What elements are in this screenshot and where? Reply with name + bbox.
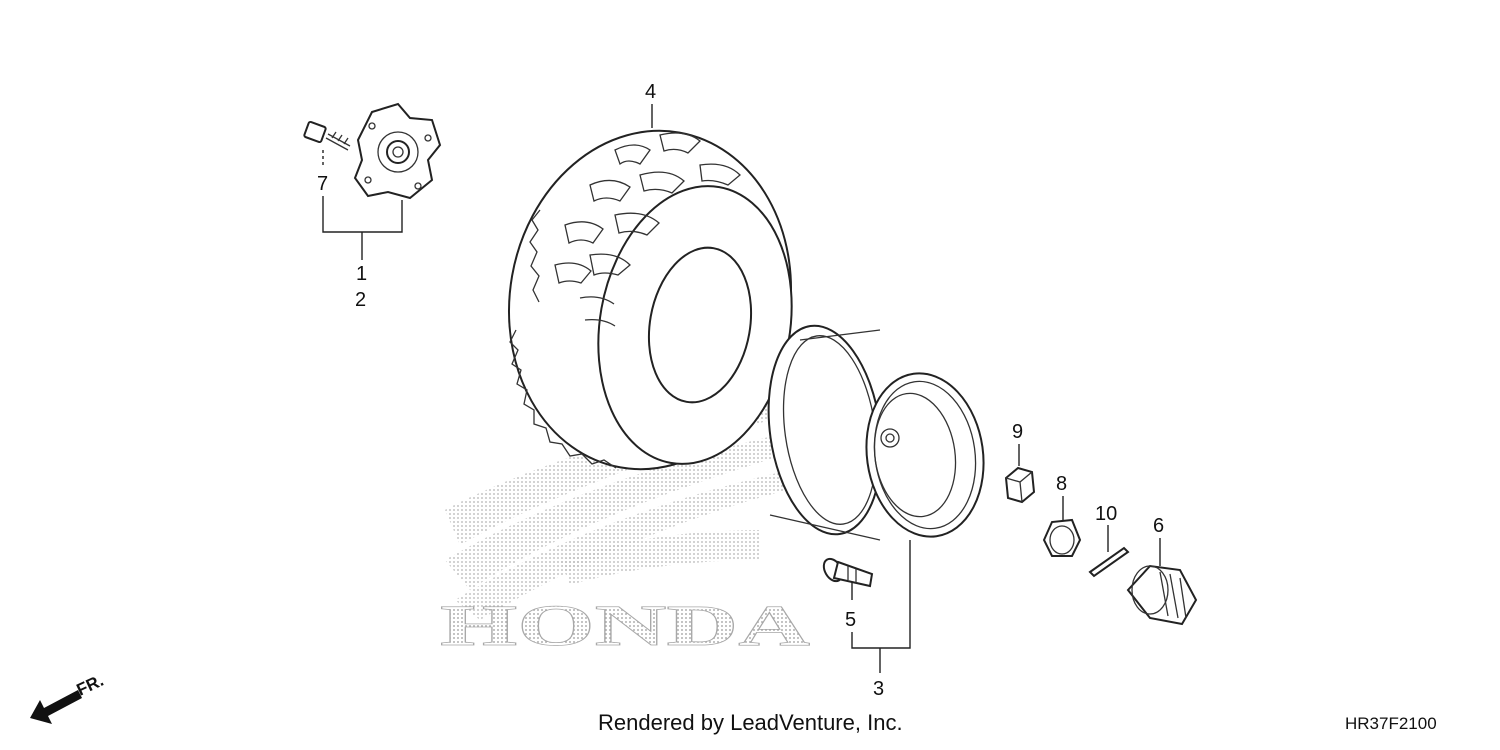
callout-2: 2: [355, 289, 366, 311]
diagram-code: HR37F2100: [1345, 714, 1437, 733]
cotter-pin-part[interactable]: [1088, 546, 1130, 578]
tire-part[interactable]: [483, 108, 818, 491]
callout-1: 1: [356, 263, 367, 285]
leader-lines: [322, 104, 1161, 673]
callout-5: 5: [845, 609, 856, 631]
castle-nut-part[interactable]: [1042, 518, 1082, 557]
front-direction-arrow-icon: [30, 690, 82, 724]
callout-4: 4: [645, 81, 656, 103]
render-credit: Rendered by LeadVenture, Inc.: [598, 710, 903, 735]
callout-8: 8: [1056, 473, 1067, 495]
callout-10: 10: [1095, 503, 1117, 525]
callout-3: 3: [873, 678, 884, 700]
wheel-hub-part[interactable]: [353, 102, 442, 200]
stud-bolt-part[interactable]: [303, 120, 351, 151]
callout-7: 7: [317, 173, 328, 195]
rim-part[interactable]: [756, 318, 994, 544]
nut-part[interactable]: [1004, 466, 1036, 504]
honda-watermark-text: HONDA: [440, 593, 810, 658]
spline-hub-part[interactable]: [1126, 564, 1198, 626]
callout-9: 9: [1012, 421, 1023, 443]
callout-6: 6: [1153, 515, 1164, 537]
valve-stem-part[interactable]: [820, 556, 874, 588]
